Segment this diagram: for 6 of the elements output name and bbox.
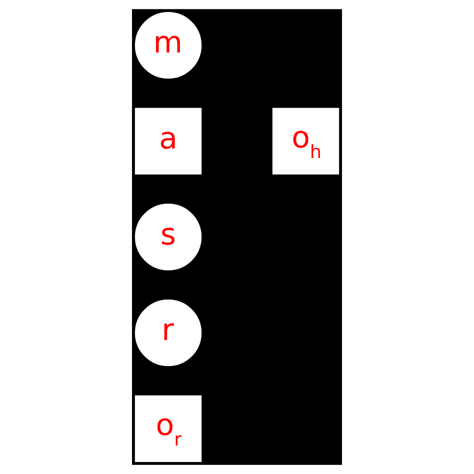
node-circle: m — [134, 12, 202, 79]
node-box: o$_{h}$ — [272, 108, 340, 174]
node-circle: r — [134, 300, 202, 366]
node-box: o$_{r}$ — [134, 395, 202, 462]
node-box: a — [134, 108, 202, 174]
node-circle: s — [134, 204, 202, 270]
